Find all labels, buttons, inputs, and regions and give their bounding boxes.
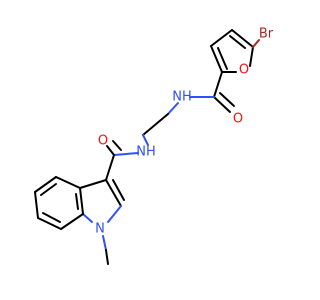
bond-ch2b-nh	[142, 134, 149, 146]
bond-c4-c5-inner	[40, 183, 57, 196]
bond-c3a-c7a	[79, 187, 84, 215]
bond-c7-c7a	[60, 213, 84, 230]
atom-label-o-furan: O	[239, 63, 249, 78]
bond-methyl	[105, 249, 109, 265]
bond-furan-c4-c3	[210, 29, 233, 47]
bond-n1-methyl	[102, 235, 107, 251]
bond-c3-c2	[105, 179, 122, 207]
bond-furan-c3-c2-inner	[217, 47, 228, 70]
bond-carbonyl-o	[213, 96, 231, 113]
bond-ch2a-ch2b	[142, 113, 169, 136]
bond-carbonyl2-c3	[105, 154, 115, 181]
bond-c5-br	[252, 39, 260, 48]
bond-furan-c3-c2	[210, 45, 223, 73]
bond-c6-c7-inner	[42, 212, 61, 223]
atom-label-o-furan-amide: O	[233, 112, 243, 127]
atom-label-o-indole-amide: O	[98, 134, 108, 149]
atom-label-nh-indole-amide: NH	[136, 145, 156, 160]
bond-c2-carbonyl	[213, 71, 223, 98]
bond-c3a-c4	[55, 176, 81, 189]
bond-furan-c5-c4-inner	[229, 35, 246, 49]
bond-c3a-c7a-inner	[75, 193, 79, 210]
bond-c3-c2-inner	[112, 179, 125, 201]
bond-furan-c5-c4	[231, 29, 254, 48]
bond-furan-o-c5	[249, 46, 254, 67]
bonds	[34, 29, 260, 265]
atom-label-n-indole: N	[95, 222, 105, 237]
bond-carbonyl-o-second	[219, 92, 235, 107]
molecule-structure: Br O O NH NH O N	[34, 27, 274, 265]
bond-n1-c7a	[82, 213, 93, 223]
atom-label-br: Br	[259, 27, 274, 42]
bond-c2-n1	[107, 205, 122, 223]
bond-c5-c6	[34, 191, 39, 219]
bond-c6-c7	[37, 217, 62, 230]
bond-carbonyl2-o	[106, 145, 115, 156]
bond-c4-c5	[34, 176, 57, 193]
atom-label-nh-furan-amide: NH	[172, 90, 192, 105]
bond-nh-carbonyl	[113, 152, 139, 156]
atom-labels: Br O O NH NH O N	[95, 27, 274, 237]
bond-c3-c3a	[79, 179, 107, 189]
bond-carbonyl2-o-second	[112, 140, 122, 151]
bond-nh-ch2a	[167, 102, 179, 115]
